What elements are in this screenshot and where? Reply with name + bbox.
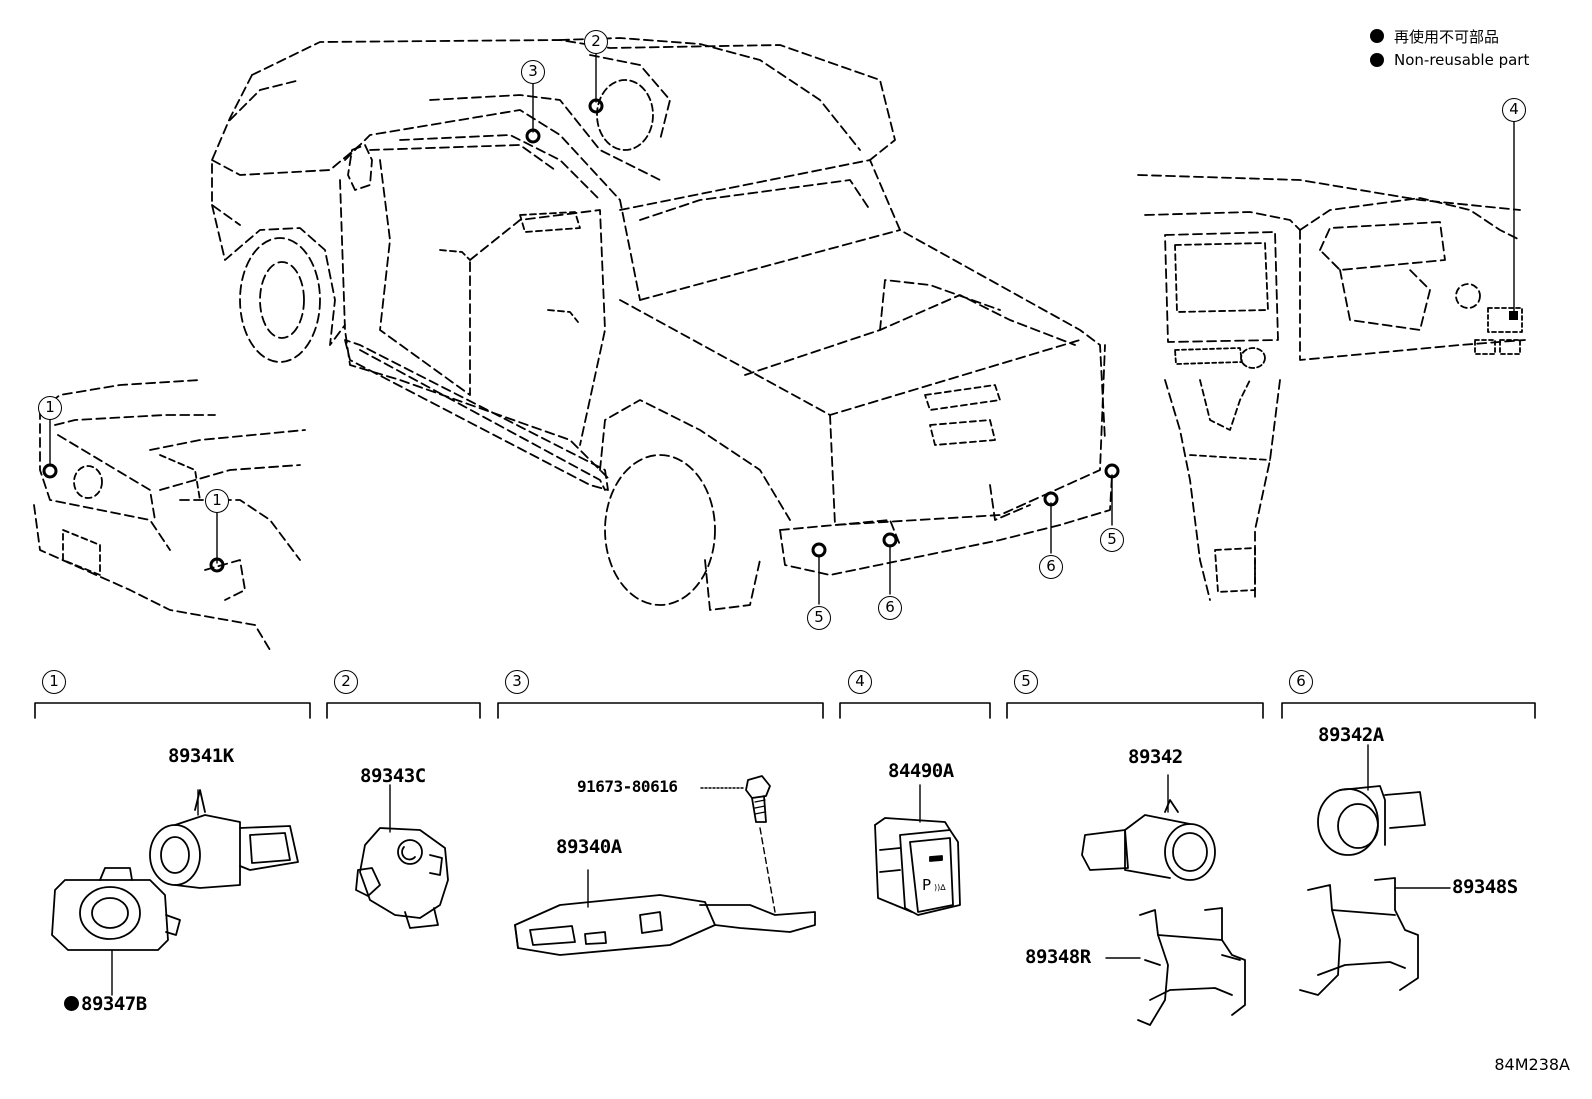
part-label-89341K: 89341K [168, 745, 234, 767]
legend-row-en: Non-reusable part [1370, 48, 1529, 72]
front-bumper-illustration [33, 379, 306, 651]
non-reusable-dot-icon [1370, 29, 1384, 43]
group-header-2: 2 [334, 670, 358, 694]
legend-text-jp: 再使用不可部品 [1394, 27, 1500, 46]
legend: 再使用不可部品 Non-reusable part [1370, 24, 1529, 72]
callout-6-rear-right: 6 [1039, 555, 1063, 579]
group-header-5: 5 [1014, 670, 1038, 694]
callout-2: 2 [584, 30, 608, 54]
part-label-89342: 89342 [1128, 746, 1183, 768]
callout-4: 4 [1502, 98, 1526, 122]
part-label-89347B: 89347B [64, 995, 147, 1014]
part-drawing-89347B [51, 867, 181, 996]
non-reusable-marker [64, 996, 79, 1011]
callout-6-rear-left: 6 [878, 596, 902, 620]
part-label-89342A: 89342A [1318, 724, 1384, 746]
part-label-89348R: 89348R [1025, 946, 1091, 968]
non-reusable-dot-icon [1370, 53, 1384, 67]
part-label-89348S: 89348S [1452, 876, 1518, 898]
svg-text:P: P [922, 876, 931, 894]
part-drawing-89340A [514, 869, 816, 956]
group-header-1: 1 [42, 670, 66, 694]
part-drawing-89348R [1105, 907, 1246, 1026]
part-drawing-89348S [1299, 877, 1451, 996]
callout-3: 3 [521, 60, 545, 84]
part-label-91673-80616: 91673-80616 [577, 777, 678, 796]
svg-text:))∆: ))∆ [934, 883, 946, 892]
part-drawing-91673-80616 [700, 775, 776, 913]
part-drawing-84490A: P ))∆ [874, 784, 961, 916]
pickup-truck-illustration [211, 37, 1113, 611]
part-label-84490A: 84490A [888, 760, 954, 782]
callout-5-rear-left: 5 [807, 606, 831, 630]
callout-5-rear-right: 5 [1100, 528, 1124, 552]
diagram-code: 84M238A [1494, 1055, 1570, 1074]
dashboard-interior-illustration [1137, 174, 1526, 601]
part-drawing-89341K [149, 789, 299, 889]
legend-row-jp: 再使用不可部品 [1370, 24, 1529, 48]
part-label-89340A: 89340A [556, 836, 622, 858]
part-label-89343C: 89343C [360, 765, 426, 787]
group-header-6: 6 [1289, 670, 1313, 694]
legend-text-en: Non-reusable part [1394, 51, 1530, 69]
callout-1-front-left: 1 [38, 396, 62, 420]
group-header-4: 4 [848, 670, 872, 694]
callout-1-front-right: 1 [205, 489, 229, 513]
part-drawing-89342A [1317, 744, 1426, 856]
part-drawing-89342 [1081, 774, 1216, 881]
group-header-3: 3 [505, 670, 529, 694]
part-drawing-89343C [355, 784, 449, 929]
